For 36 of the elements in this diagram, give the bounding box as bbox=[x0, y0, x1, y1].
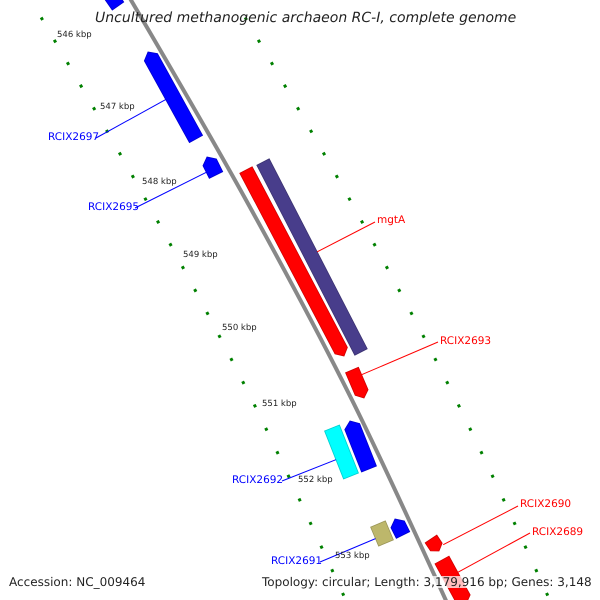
leader-line bbox=[134, 172, 207, 208]
gene-feature bbox=[144, 52, 204, 144]
leader-line bbox=[282, 459, 336, 482]
gene-feature bbox=[256, 158, 368, 356]
leader-line bbox=[316, 222, 376, 252]
tick-label: 550 kbp bbox=[222, 324, 257, 332]
tick-label: 549 kbp bbox=[183, 251, 218, 260]
footer-text: Topology: circular; Length: 3,179,916 bp; Genes: 3,148 bbox=[262, 576, 592, 588]
gene-feature bbox=[424, 534, 443, 552]
gene-feature bbox=[370, 520, 394, 547]
gene-label: RCIX2690 bbox=[520, 499, 572, 510]
title: Uncultured methanogenic archaeon RC-I, complete genome bbox=[95, 11, 516, 25]
footer-text: Accession: NC_009464 bbox=[9, 576, 146, 588]
gene-label: RCIX2691 bbox=[271, 556, 322, 566]
gene-feature bbox=[239, 166, 348, 356]
leader-line bbox=[96, 99, 166, 138]
leader-line bbox=[361, 342, 438, 376]
leader-line bbox=[320, 538, 376, 562]
gene-label: RCIX2693 bbox=[440, 336, 492, 346]
gene-feature bbox=[390, 518, 410, 539]
leader-line bbox=[442, 506, 518, 546]
gene-label: mgtA bbox=[377, 215, 406, 226]
tick-label: 551 kbp bbox=[262, 400, 297, 408]
gene-label: RCIX2692 bbox=[232, 475, 284, 486]
gene-label: RCIX2695 bbox=[88, 202, 140, 212]
tick-label: 546 kbp bbox=[57, 31, 92, 40]
gene-feature bbox=[202, 156, 224, 179]
tick-label: 547 kbp bbox=[100, 103, 135, 112]
tick-label: 548 kbp bbox=[142, 178, 177, 186]
gene-label: RCIX2697 bbox=[48, 132, 100, 142]
gene-feature bbox=[344, 420, 377, 472]
tick-label: 553 kbp bbox=[335, 552, 370, 560]
tick-label: 552 kbp bbox=[298, 476, 333, 484]
leader-line bbox=[457, 532, 530, 573]
gene-label: RCIX2689 bbox=[532, 527, 584, 538]
gene-feature bbox=[345, 366, 369, 398]
